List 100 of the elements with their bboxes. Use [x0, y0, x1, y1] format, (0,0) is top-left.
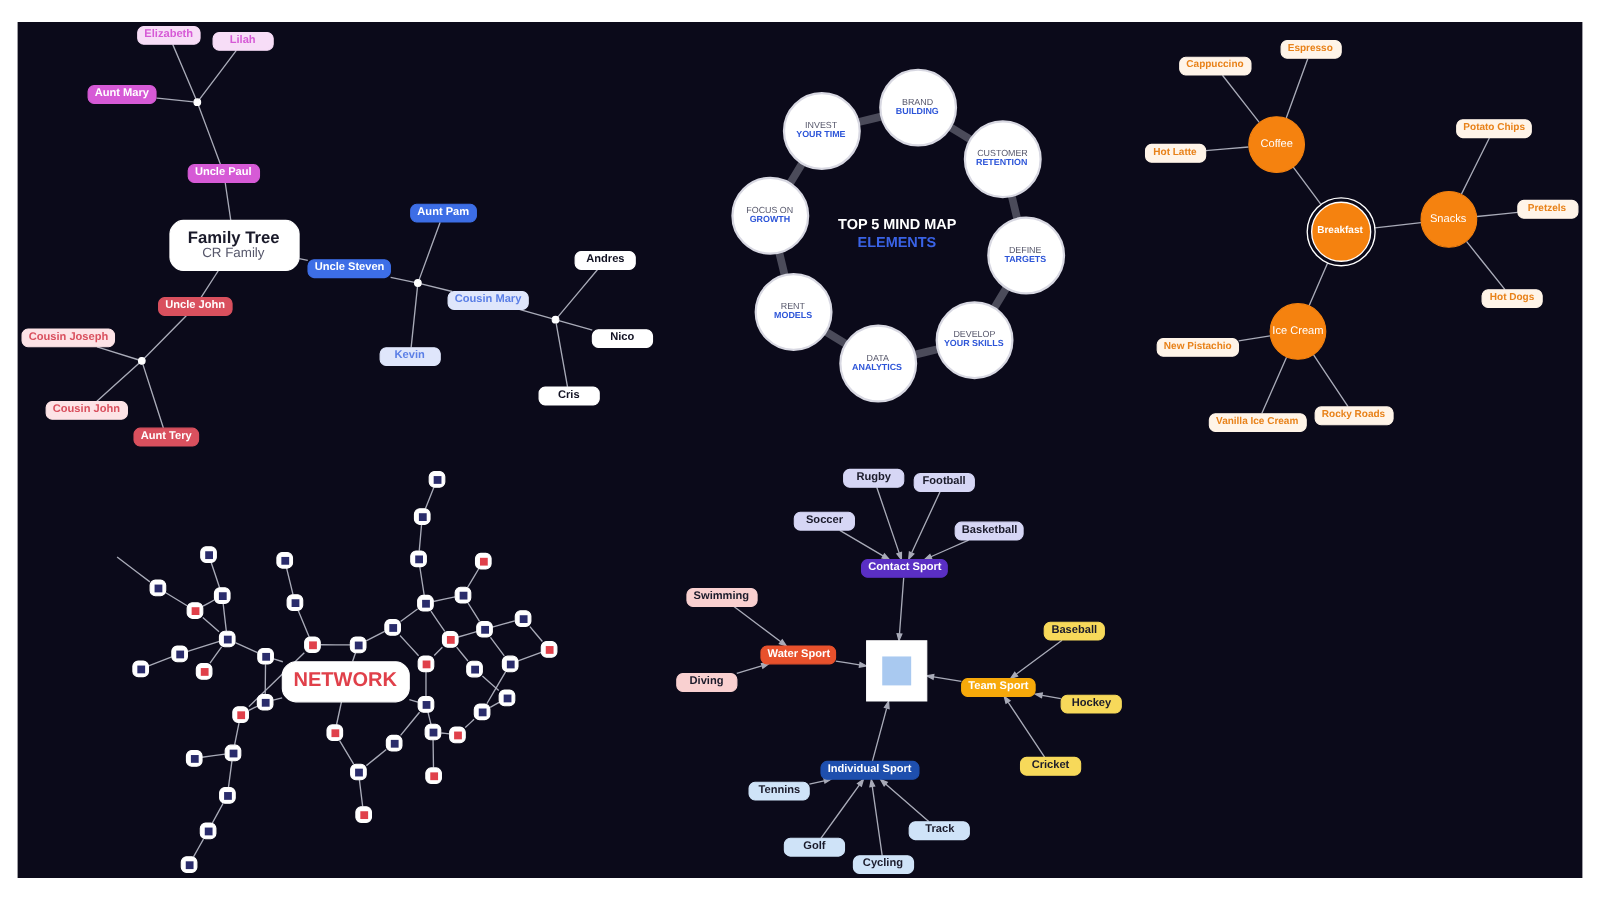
connector [467, 602, 481, 623]
connector [518, 308, 553, 320]
connector [432, 596, 456, 603]
connector [491, 620, 516, 628]
connector [1460, 137, 1491, 195]
connector [430, 610, 446, 632]
connector [433, 646, 444, 657]
arrow [879, 778, 930, 823]
connector [424, 486, 435, 510]
connector [408, 699, 419, 703]
connector [489, 636, 505, 657]
connector [786, 161, 806, 186]
connector [227, 760, 233, 788]
connector [1292, 166, 1322, 205]
connector [96, 362, 140, 402]
connector [1261, 356, 1288, 414]
connector [410, 285, 419, 349]
connector [467, 568, 480, 588]
connector [209, 646, 223, 664]
connector [172, 43, 197, 100]
arrow [839, 529, 891, 561]
node-box: NETWORK [281, 661, 410, 703]
connector [233, 722, 240, 746]
connector [455, 646, 469, 662]
connector [187, 640, 221, 653]
connector [1238, 335, 1271, 342]
arrow [876, 486, 903, 562]
connector [1007, 195, 1021, 220]
connector [1308, 262, 1329, 307]
node-circle [414, 279, 422, 287]
connector [914, 345, 939, 359]
connector [1465, 240, 1506, 291]
connector [529, 626, 544, 643]
connector [298, 257, 309, 261]
arrow [871, 699, 890, 762]
connector [857, 112, 883, 126]
connector [116, 556, 151, 583]
connector [1221, 74, 1260, 123]
node-circle [551, 315, 560, 324]
connector [389, 276, 416, 283]
connector [335, 701, 343, 726]
node-circle [193, 98, 202, 107]
connector [1285, 58, 1309, 119]
connector [142, 363, 165, 429]
connector [824, 328, 848, 348]
connector [351, 652, 357, 663]
connector [96, 346, 139, 361]
connector [481, 675, 500, 692]
connector [557, 269, 599, 318]
connector [147, 656, 173, 667]
arrow [1009, 639, 1063, 680]
connector [197, 104, 222, 166]
connector [948, 124, 973, 143]
connector [399, 608, 419, 623]
connector [418, 221, 441, 281]
node-picture [866, 640, 928, 702]
connector [991, 286, 1010, 310]
connector [202, 599, 215, 607]
connector [211, 802, 224, 824]
connector [285, 567, 294, 596]
connector [432, 739, 435, 769]
connector [1476, 211, 1519, 218]
connector [464, 718, 475, 729]
connector [399, 711, 421, 737]
connector [365, 748, 387, 767]
connector [419, 566, 425, 596]
connector [425, 671, 427, 697]
connector [272, 658, 284, 663]
arrow [835, 660, 869, 669]
connector [1312, 354, 1349, 408]
connector [202, 616, 220, 633]
connector [297, 610, 310, 638]
connector [319, 644, 351, 646]
connector [248, 705, 258, 712]
arrow [924, 673, 963, 683]
connector [264, 663, 267, 695]
connector [234, 642, 259, 654]
arrow [896, 576, 905, 643]
connector [200, 270, 219, 299]
connector [555, 322, 569, 388]
connector [365, 630, 386, 642]
connector [192, 838, 205, 858]
connector [143, 314, 188, 359]
connector [457, 630, 478, 638]
node-circle [137, 356, 146, 365]
connector [201, 753, 226, 758]
arrow [1033, 692, 1062, 700]
arrow [869, 777, 883, 857]
connector [222, 602, 227, 632]
connector [418, 523, 423, 552]
connector [1205, 146, 1250, 152]
connector [224, 181, 232, 221]
connector [489, 701, 500, 708]
connector [440, 732, 451, 735]
connector [198, 49, 238, 101]
connector [272, 697, 283, 701]
connector [558, 319, 593, 331]
connector [420, 283, 453, 293]
connector [210, 561, 221, 589]
connector [165, 592, 188, 607]
